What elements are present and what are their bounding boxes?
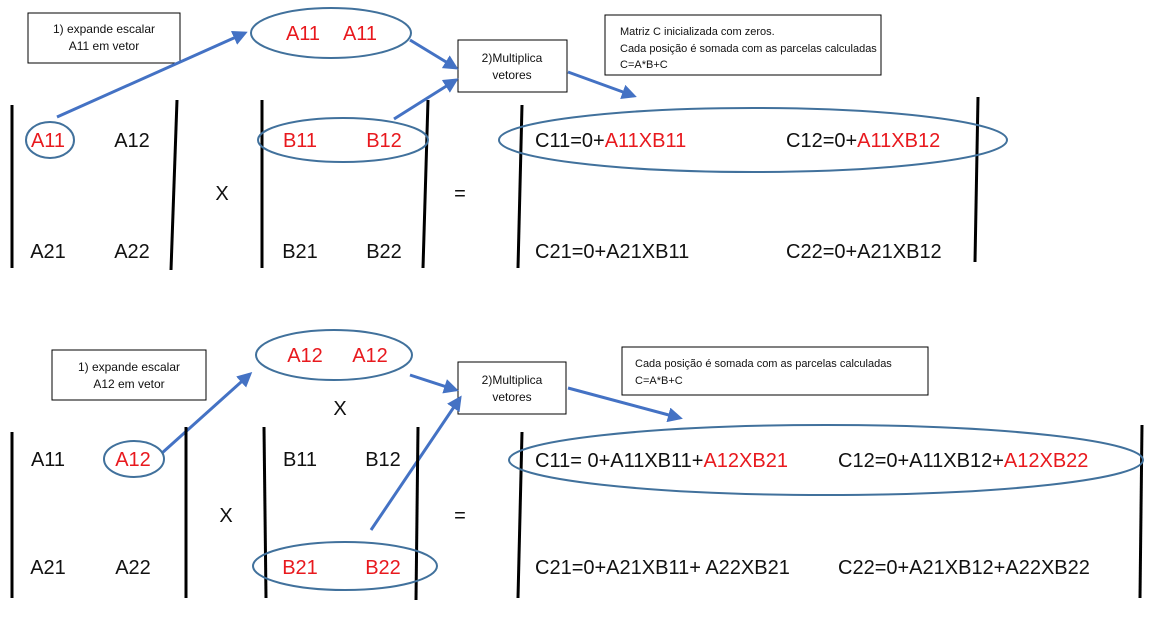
top-section: 1) expande escalar A11 em vetor A11 A11 … — [10, 7, 1008, 271]
top-arrow-b-row-to-multiply — [393, 78, 459, 121]
bottom-note-line2: C=A*B+C — [635, 375, 683, 387]
bottom-step2-line1: 2)Multiplica — [482, 373, 543, 387]
top-step1-box — [27, 12, 181, 64]
top-a21: A21 — [30, 241, 66, 263]
bottom-c22: C22=0+A21XB12+A22XB22 — [838, 557, 1090, 579]
bottom-c12-term: A12XB22 — [1004, 450, 1089, 472]
top-note-line3: C=A*B+C — [620, 59, 668, 71]
bottom-a12: A12 — [115, 449, 151, 471]
bottom-a12-ellipse — [103, 440, 165, 478]
top-arrow-multiply-to-c — [567, 70, 637, 99]
bottom-arrow-vector-to-multiply — [409, 373, 459, 394]
bottom-arrow-multiply-to-c — [567, 386, 683, 423]
top-note-line1: Matriz C inicializada com zeros. — [620, 26, 775, 38]
top-step1-line2: A11 em vetor — [69, 39, 139, 53]
top-c12-term: A11XB12 — [857, 130, 940, 152]
top-arrow-a11-to-vector — [56, 31, 248, 119]
bottom-a22: A22 — [115, 557, 151, 579]
top-expanded-vector-ellipse — [250, 7, 412, 59]
top-c22: C22=0+A21XB12 — [786, 241, 942, 263]
top-b11: B11 — [283, 130, 317, 152]
top-b12: B12 — [366, 130, 402, 152]
bottom-c11-term: A12XB21 — [703, 450, 788, 472]
bottom-expanded-b: A12 — [352, 345, 388, 367]
bottom-c21: C21=0+A21XB11+ A22XB21 — [535, 557, 790, 579]
top-c11-term: A11XB11 — [605, 130, 687, 152]
bottom-a21: A21 — [30, 557, 66, 579]
top-matrix-b-right-bar — [421, 99, 430, 269]
bottom-times-sign: X — [219, 505, 232, 527]
top-step2-line2: vetores — [492, 68, 531, 82]
bottom-step2-box — [457, 361, 567, 415]
bottom-note-box — [621, 346, 929, 396]
bottom-equals-sign: = — [454, 505, 466, 527]
bottom-c-row-ellipse — [508, 424, 1144, 496]
bottom-step2-line2: vetores — [492, 390, 531, 404]
top-c21: C21=0+A21XB11 — [535, 241, 689, 263]
top-note-line2: Cada posição é somada com as parcelas ca… — [620, 43, 877, 55]
top-arrow-vector-to-multiply — [409, 38, 459, 70]
top-c11-prefix: C11=0+ — [535, 130, 605, 152]
top-matrix-c-right-bar — [973, 96, 980, 263]
bottom-c11: C11= 0+A11XB11+A12XB21 — [535, 450, 788, 472]
bottom-step1-box — [51, 349, 207, 401]
bottom-b22: B22 — [365, 557, 401, 579]
top-expanded-a: A11 — [286, 23, 320, 45]
bottom-matrix-b-right-bar — [414, 426, 420, 601]
bottom-expanded-a: A12 — [287, 345, 323, 367]
bottom-small-times-sign: X — [333, 398, 346, 420]
top-b-row-ellipse — [257, 117, 429, 163]
bottom-section: 1) expande escalar A12 em vetor A12 A12 … — [10, 329, 1144, 601]
bottom-matrix-b-left-bar — [262, 426, 268, 599]
top-c12-prefix: C12=0+ — [786, 130, 857, 152]
top-a11-ellipse — [25, 121, 75, 159]
bottom-a11: A11 — [31, 449, 65, 471]
top-a22: A22 — [114, 241, 150, 263]
bottom-expanded-vector-ellipse — [255, 329, 413, 381]
top-step2-box — [457, 39, 568, 93]
bottom-matrix-c-left-bar — [516, 431, 524, 599]
bottom-step1-line2: A12 em vetor — [93, 377, 164, 391]
top-c11: C11=0+A11XB11 — [535, 130, 686, 152]
top-times-sign: X — [215, 183, 228, 205]
bottom-b11: B11 — [283, 449, 317, 471]
top-c-row-ellipse — [498, 107, 1008, 173]
bottom-arrow-a12-to-vector — [160, 371, 253, 455]
bottom-c12-prefix: C12=0+A11XB12+ — [838, 450, 1004, 472]
top-a12: A12 — [114, 130, 150, 152]
bottom-c11-prefix: C11= 0+A11XB11+ — [535, 450, 703, 472]
bottom-step1-line1: 1) expande escalar — [78, 360, 180, 374]
bottom-arrow-b-row-to-multiply — [369, 395, 462, 531]
top-matrix-a-right-bar — [169, 99, 179, 271]
bottom-b12: B12 — [365, 449, 401, 471]
top-c12: C12=0+A11XB12 — [786, 130, 940, 152]
bottom-b-row-ellipse — [252, 541, 438, 591]
top-b21: B21 — [282, 241, 318, 263]
top-equals-sign: = — [454, 183, 466, 205]
bottom-note-line1: Cada posição é somada com as parcelas ca… — [635, 358, 892, 370]
top-step2-line1: 2)Multiplica — [482, 51, 543, 65]
top-step1-line1: 1) expande escalar — [53, 22, 155, 36]
bottom-matrix-c-right-bar — [1138, 424, 1144, 599]
top-note-box — [604, 14, 882, 76]
top-a11: A11 — [31, 130, 65, 152]
top-b22: B22 — [366, 241, 402, 263]
top-expanded-b: A11 — [343, 23, 377, 45]
bottom-c12: C12=0+A11XB12+A12XB22 — [838, 450, 1088, 472]
bottom-b21: B21 — [282, 557, 318, 579]
top-matrix-c-left-bar — [516, 104, 524, 269]
